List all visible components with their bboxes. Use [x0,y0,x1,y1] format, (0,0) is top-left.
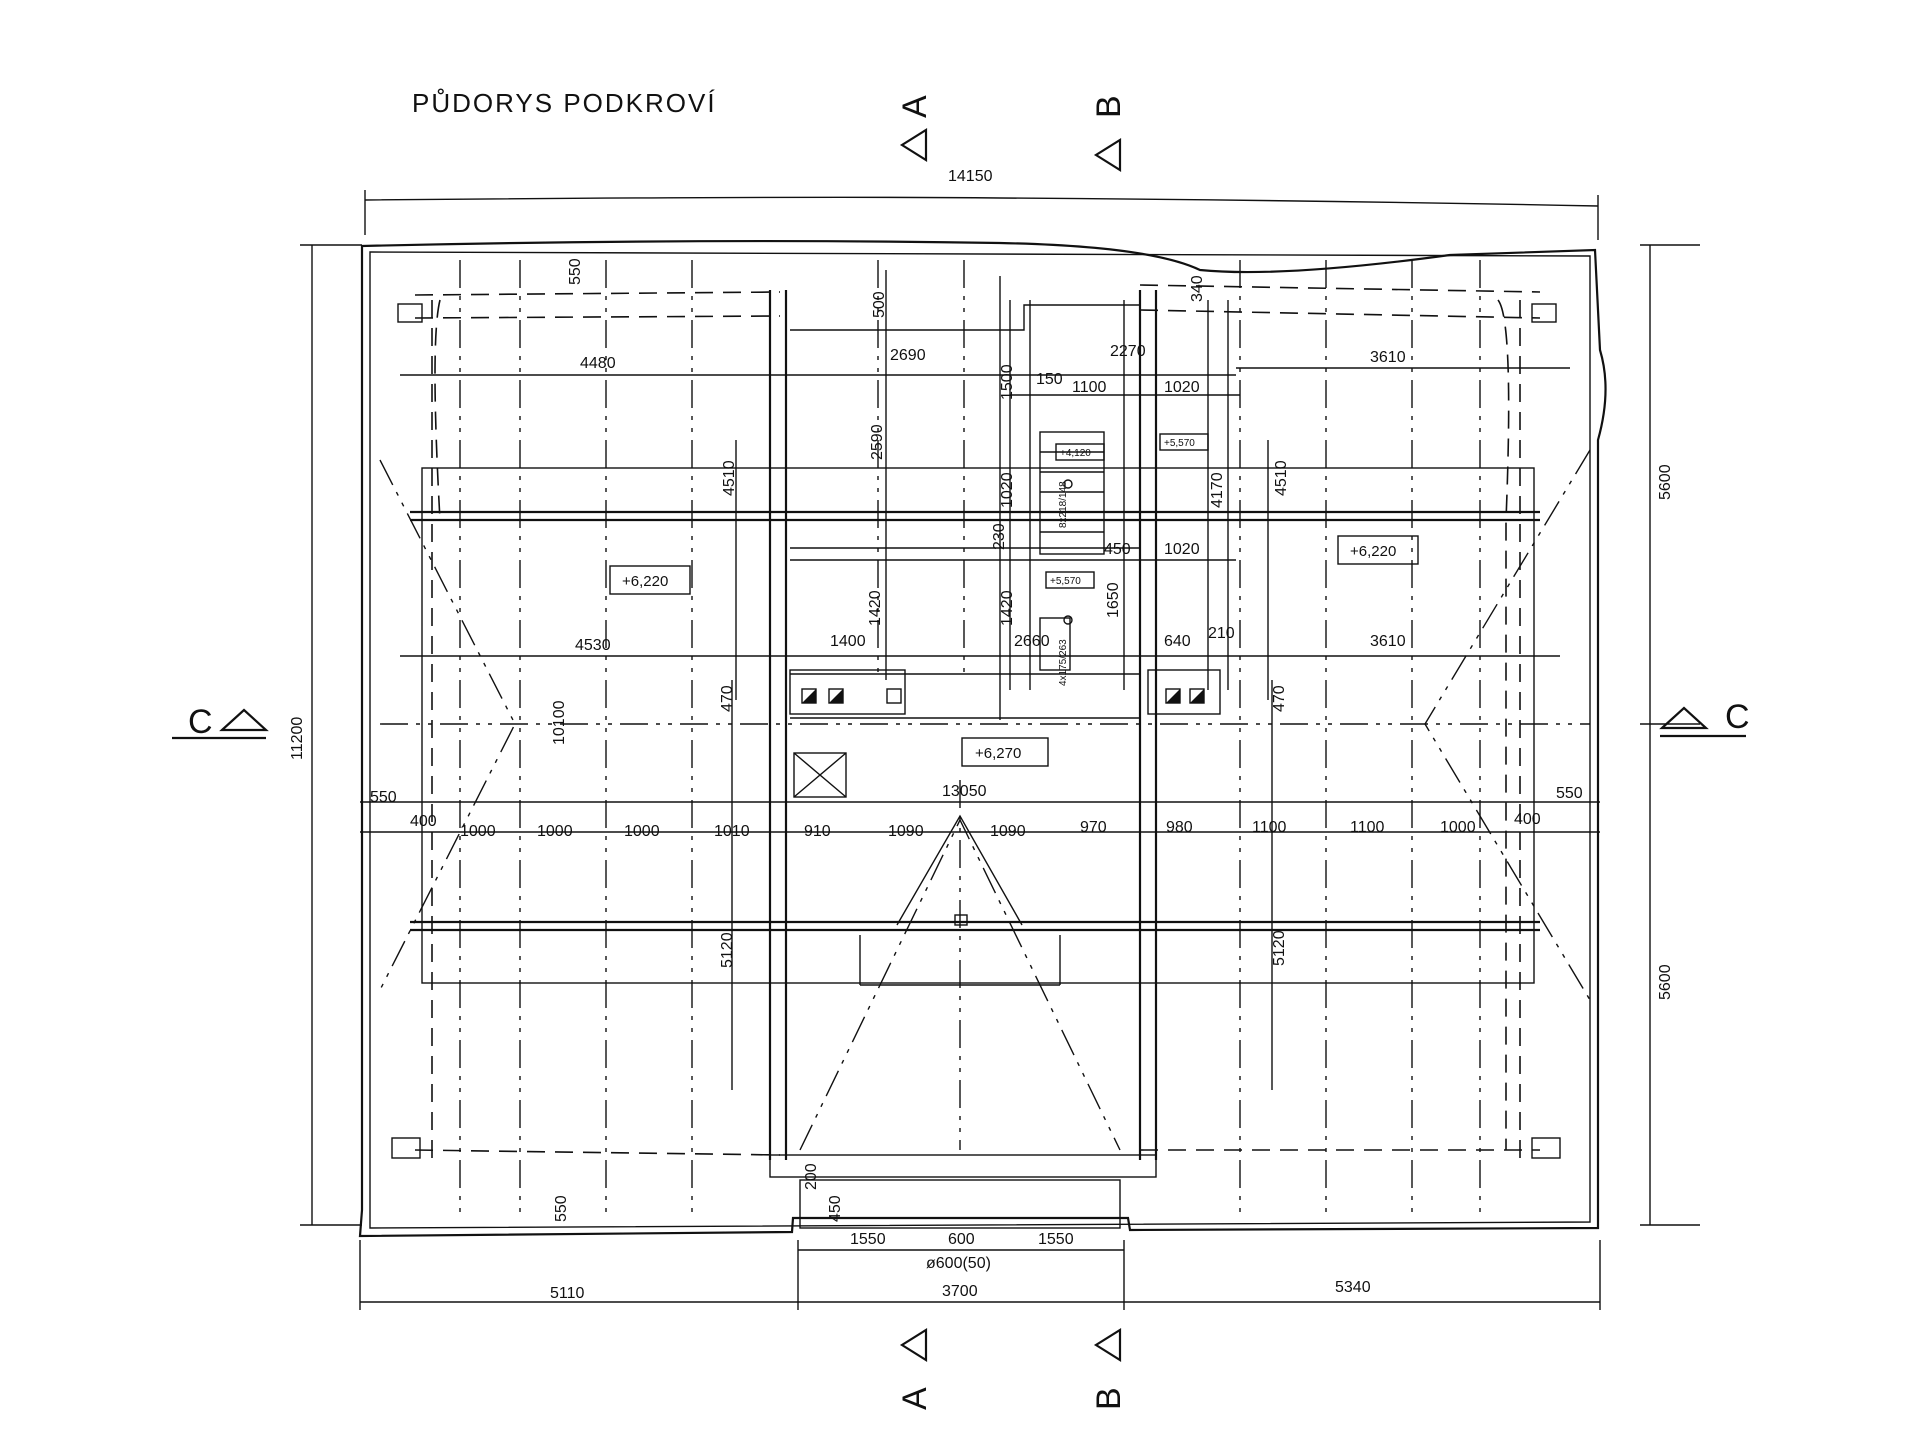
dim-entry-mid: 600 [948,1231,975,1248]
dim-bottom-row-4: 910 [804,823,831,840]
stair [793,431,1205,926]
dim-v-1420-b: 1420 [999,590,1016,626]
level-center: +6,270 [975,745,1021,762]
dim-row1-1: 2690 [890,347,926,364]
dim-v-2590: 2590 [869,424,886,460]
dim-entry-450: 450 [827,1195,844,1222]
dim-bottom-row-6: 1090 [990,823,1026,840]
level-right: +6,220 [1350,543,1396,560]
dim-right-400: 400 [1514,811,1541,828]
level-left: +6,220 [622,573,668,590]
dim-overall-width: 14150 [948,168,993,185]
dim-total-13050: 13050 [942,783,987,800]
dim-row4-1: 1400 [830,633,866,650]
dim-v-5120-right: 5120 [1271,930,1288,966]
level-labels: +6,220 +6,220 +6,270 +4,120 +5,570 +5,57… [609,433,1419,767]
stair-note-upper: 8x218/148 [1058,481,1069,528]
section-mark-b-bottom: B [1090,1387,1128,1410]
dim-v-4170: 4170 [1209,472,1226,508]
dim-v-1650: 1650 [1105,582,1122,618]
dim-bottom-mid: 3700 [942,1283,978,1300]
dim-entry-left: 1550 [850,1231,886,1248]
dim-top-500: 500 [871,291,888,318]
dim-bottom-row-2: 1000 [624,823,660,840]
section-mark-b-top: B [1090,95,1128,118]
dim-top-550: 550 [567,258,584,285]
section-marks: A B A B C C [172,95,1750,1410]
dim-v-4510-right: 4510 [1273,460,1290,496]
dim-row4-2: 2660 [1014,633,1050,650]
dim-entry-200: 200 [803,1163,820,1190]
dim-v-470-right: 470 [1271,685,1288,712]
dim-v-4510-left: 4510 [721,460,738,496]
dim-bottom-row-3: 1010 [714,823,750,840]
dim-bottom-row-1: 1000 [537,823,573,840]
section-mark-c-left: C [188,703,213,741]
dim-bottom-row-10: 1100 [1350,819,1385,836]
dim-row4-3: 640 [1164,633,1191,650]
dim-bottom-row-0: 1000 [460,823,496,840]
dimension-lines [300,190,1700,1310]
level-stair-mid: +5,570 [1050,576,1081,587]
dimension-texts: 14150 11200 5600 5600 5110 3700 5340 155… [289,168,1674,1302]
rafter-grid [379,260,1591,1220]
dim-row3-1: 1020 [1164,541,1200,558]
dim-row4-4: 210 [1208,625,1235,642]
dim-v-1420-a: 1420 [867,590,884,626]
dim-bottom-row-8: 980 [1166,819,1193,836]
dim-bottom-row-7: 970 [1080,819,1107,836]
plan-title: PŮDORYS PODKROVÍ [412,87,717,118]
dim-bottom-row-11: 1000 [1440,819,1476,836]
dim-bottom-left: 5110 [550,1285,585,1302]
dim-v-5120-left: 5120 [719,932,736,968]
stair-note-lower: 4x175/263 [1058,639,1069,686]
dim-row1-2: 2270 [1110,343,1146,360]
roof-beams [391,284,1561,1160]
dim-right-550: 550 [1556,785,1583,802]
dim-bottom-right: 5340 [1335,1279,1371,1296]
dim-row2-0: 150 [1036,371,1063,388]
dim-row4-0: 4530 [575,637,611,654]
dim-bottom-row-5: 1090 [888,823,924,840]
dim-overall-height: 11200 [289,717,306,760]
dim-v-10100: 10100 [551,700,568,745]
roof-outline [358,239,1607,1238]
dim-v-470-left: 470 [719,685,736,712]
dim-v-1020: 1020 [999,472,1016,508]
dim-entry-right: 1550 [1038,1231,1074,1248]
dim-right-lower: 5600 [1657,964,1674,1000]
dim-row1-0: 4480 [580,355,616,372]
section-mark-a-top: A [896,95,934,118]
dim-bottom-550: 550 [553,1195,570,1222]
dim-v-230: 230 [991,523,1008,550]
level-stair-right: +5,570 [1164,438,1195,449]
walls [410,290,1540,1229]
dim-entry-pipe: ø600(50) [926,1255,991,1272]
dim-top-340: 340 [1189,275,1206,302]
dim-left-550: 550 [370,789,397,806]
level-stair-top: +4,120 [1060,448,1091,459]
dim-row3-0: 450 [1104,541,1131,558]
dim-right-upper: 5600 [1657,464,1674,500]
dim-bottom-row-9: 1100 [1252,819,1287,836]
dim-row2-2: 1020 [1164,379,1200,396]
dim-row4-5: 3610 [1370,633,1406,650]
dim-left-400: 400 [410,813,437,830]
section-mark-a-bottom: A [896,1387,934,1410]
section-mark-c-right: C [1725,698,1750,736]
dim-v-1500: 1500 [999,364,1016,400]
dim-row1-3: 3610 [1370,349,1406,366]
dim-row2-1: 1100 [1072,379,1107,396]
